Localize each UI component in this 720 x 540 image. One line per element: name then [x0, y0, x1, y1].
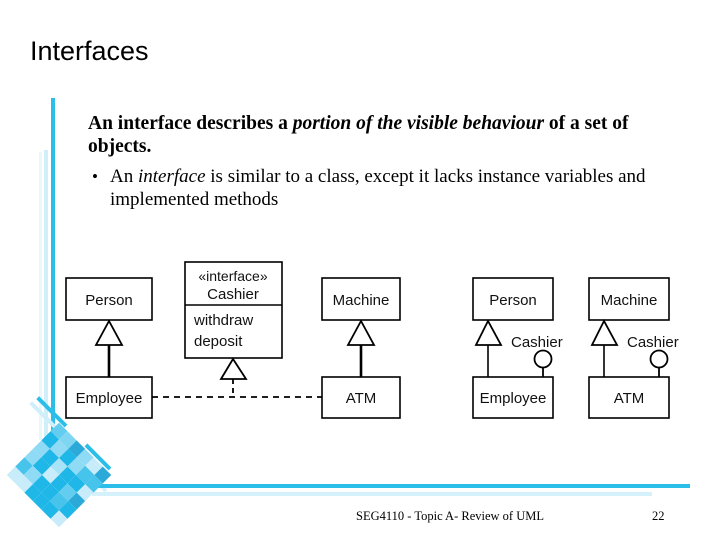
lead-text-part-1: An interface describes a	[88, 113, 293, 134]
uml-class-box-atm-2	[588, 376, 670, 419]
uml-class-box-person-2	[472, 277, 554, 321]
uml-class-box-employee-1	[65, 376, 153, 419]
uml-lollipop-label-cashier-2: Cashier	[627, 334, 679, 351]
uml-generalization-arrow-1	[94, 319, 124, 346]
decorative-vertical-line-accent	[51, 98, 55, 434]
uml-class-box-machine-1	[321, 277, 401, 321]
uml-interface-name-label: Cashier	[207, 286, 259, 303]
decorative-horizontal-line-light	[92, 492, 652, 496]
bullet-text-part-1: An	[110, 166, 138, 187]
decorative-vertical-line-light	[44, 150, 48, 440]
uml-interface-box-cashier	[184, 261, 283, 359]
lead-text-part-2: of a set of objects.	[88, 113, 629, 157]
uml-lollipop-circle-1	[533, 349, 553, 369]
uml-class-box-person-1	[65, 277, 153, 321]
bullet-item: • An interface is similar to a class, exc…	[88, 165, 683, 211]
uml-class-label-employee-2: Employee	[480, 390, 547, 407]
uml-class-label-atm-1: ATM	[346, 390, 377, 407]
uml-class-label-person-1: Person	[85, 292, 133, 309]
uml-lollipop-circle-2	[649, 349, 669, 369]
uml-generalization-arrow-2	[346, 319, 376, 346]
page-title: Interfaces	[30, 36, 149, 66]
uml-generalization-arrow-3	[474, 319, 503, 346]
uml-interface-operation-withdraw: withdraw	[193, 312, 253, 329]
bullet-text-part-2: is similar to a class, except it lacks i…	[110, 166, 646, 210]
uml-diagram-machine-atm-lollipop: Machine ATM Cashier	[588, 277, 679, 419]
uml-class-label-atm-2: ATM	[614, 390, 645, 407]
uml-class-box-atm-1	[321, 376, 401, 419]
uml-class-label-person-2: Person	[489, 292, 537, 309]
uml-interface-operation-deposit: deposit	[194, 333, 243, 350]
bullet-marker: •	[92, 167, 98, 186]
decorative-horizontal-line-accent	[97, 484, 690, 488]
uml-diagram-machine-atm: Machine ATM	[321, 277, 401, 419]
uml-class-label-machine-2: Machine	[601, 292, 658, 309]
uml-class-box-machine-2	[588, 277, 670, 321]
body-content: An interface describes a portion of the …	[88, 112, 683, 211]
uml-lollipop-label-cashier-1: Cashier	[511, 334, 563, 351]
uml-class-label-employee-1: Employee	[76, 390, 143, 407]
bullet-text-italic: interface	[137, 166, 206, 187]
uml-diagram-interface-realization: Person Employee «interface» Cashier with…	[65, 261, 322, 419]
lead-text-italic: portion of the visible behaviour	[292, 113, 545, 134]
decorative-checkered-diamond	[6, 422, 112, 528]
uml-interface-stereotype-label: «interface»	[198, 268, 267, 284]
footer-course-label: SEG4110 - Topic A- Review of UML	[356, 509, 544, 523]
decorative-vertical-line-pale	[39, 152, 42, 440]
uml-diagram-person-employee-lollipop: Person Employee Cashier	[472, 277, 563, 419]
uml-generalization-arrow-4	[590, 319, 619, 346]
lead-paragraph: An interface describes a portion of the …	[88, 112, 683, 158]
uml-class-label-machine-1: Machine	[333, 292, 390, 309]
uml-realization-arrow	[219, 357, 248, 380]
footer-page-number: 22	[652, 509, 665, 523]
uml-class-box-employee-2	[472, 376, 554, 419]
